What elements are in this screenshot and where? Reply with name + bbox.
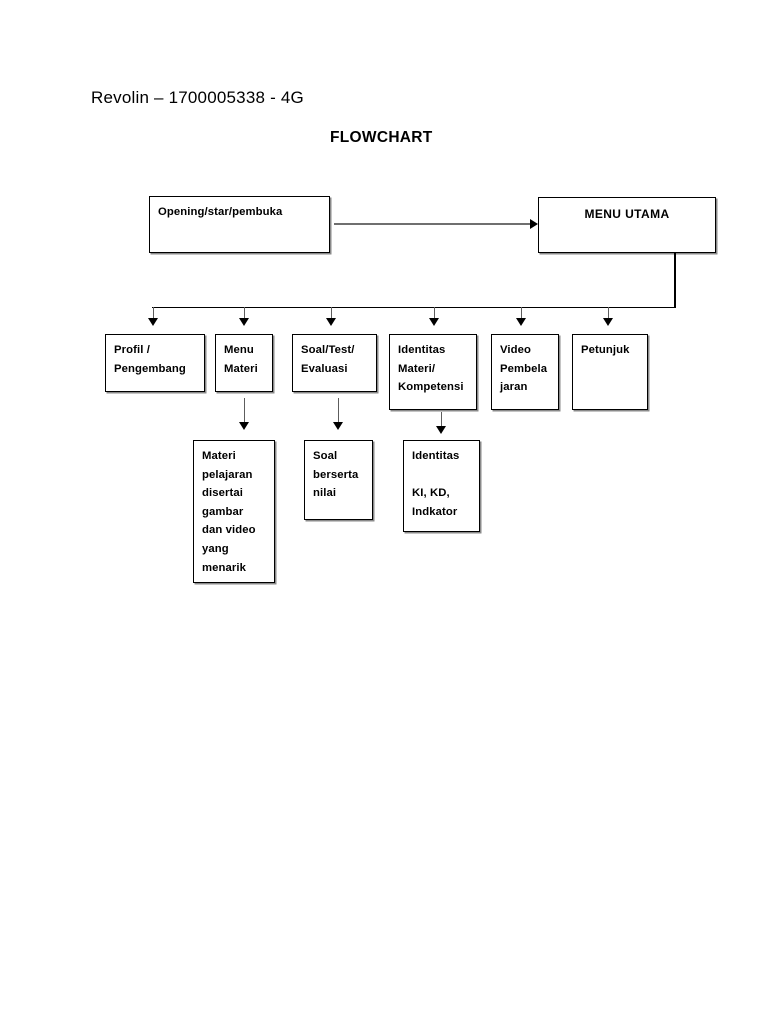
node-profil-pengembang-label: Profil / Pengembang	[114, 344, 186, 375]
edge-arrow-profil	[147, 318, 158, 326]
node-materi-pelajaran-detail-label: Materi pelajaran disertai gambar dan vid…	[202, 450, 256, 574]
node-identitas-materi-kompetensi-label: Identitas Materi/ Kompetensi	[398, 344, 464, 394]
node-profil-pengembang[interactable]: Profil / Pengembang	[105, 334, 205, 392]
node-menu-utama[interactable]: MENU UTAMA	[538, 197, 716, 253]
edge-stem-soalnilai	[337, 398, 339, 424]
edge-stem-profil	[152, 307, 154, 320]
node-video-pembelajaran-label: Video Pembela jaran	[500, 344, 548, 394]
node-menu-materi-label: Menu Materi	[224, 344, 258, 375]
edge-menu-drop	[674, 253, 676, 308]
edge-arrow-video	[515, 318, 526, 326]
edge-distribution-bar	[152, 306, 675, 309]
node-petunjuk-label: Petunjuk	[581, 344, 630, 356]
edge-opening-to-menu-arrowhead	[530, 218, 538, 229]
node-identitas-ki-kd-indikator-label: Identitas KI, KD, Indkator	[412, 450, 460, 518]
node-soal-test-evaluasi[interactable]: Soal/Test/ Evaluasi	[292, 334, 377, 392]
edge-stem-materidet	[243, 398, 245, 424]
edge-stem-identm	[433, 307, 435, 320]
node-menu-materi[interactable]: Menu Materi	[215, 334, 273, 392]
edge-stem-soaltest	[330, 307, 332, 320]
node-opening[interactable]: Opening/star/pembuka	[149, 196, 330, 253]
edge-stem-video	[520, 307, 522, 320]
node-identitas-ki-kd-indikator[interactable]: Identitas KI, KD, Indkator	[403, 440, 480, 532]
node-soal-berserta-nilai-label: Soal berserta nilai	[313, 450, 359, 500]
edge-opening-to-menu	[334, 223, 532, 225]
page-header-name: Revolin – 1700005338 - 4G	[91, 88, 304, 107]
node-soal-test-evaluasi-label: Soal/Test/ Evaluasi	[301, 344, 355, 375]
edge-stem-materi	[243, 307, 245, 320]
node-opening-label: Opening/star/pembuka	[158, 206, 283, 218]
edge-arrow-identki	[435, 426, 446, 434]
node-materi-pelajaran-detail[interactable]: Materi pelajaran disertai gambar dan vid…	[193, 440, 275, 583]
node-identitas-materi-kompetensi[interactable]: Identitas Materi/ Kompetensi	[389, 334, 477, 410]
edge-arrow-petunjuk	[602, 318, 613, 326]
page-title: FLOWCHART	[330, 129, 433, 146]
node-petunjuk[interactable]: Petunjuk	[572, 334, 648, 410]
edge-arrow-materi	[238, 318, 249, 326]
edge-arrow-identm	[428, 318, 439, 326]
edge-arrow-soalnilai	[332, 422, 343, 430]
node-soal-berserta-nilai[interactable]: Soal berserta nilai	[304, 440, 373, 520]
edge-arrow-soaltest	[325, 318, 336, 326]
node-menu-utama-label: MENU UTAMA	[584, 207, 670, 221]
edge-stem-identki	[440, 412, 442, 428]
node-video-pembelajaran[interactable]: Video Pembela jaran	[491, 334, 559, 410]
edge-stem-petunjuk	[607, 307, 609, 320]
edge-arrow-materidet	[238, 422, 249, 430]
